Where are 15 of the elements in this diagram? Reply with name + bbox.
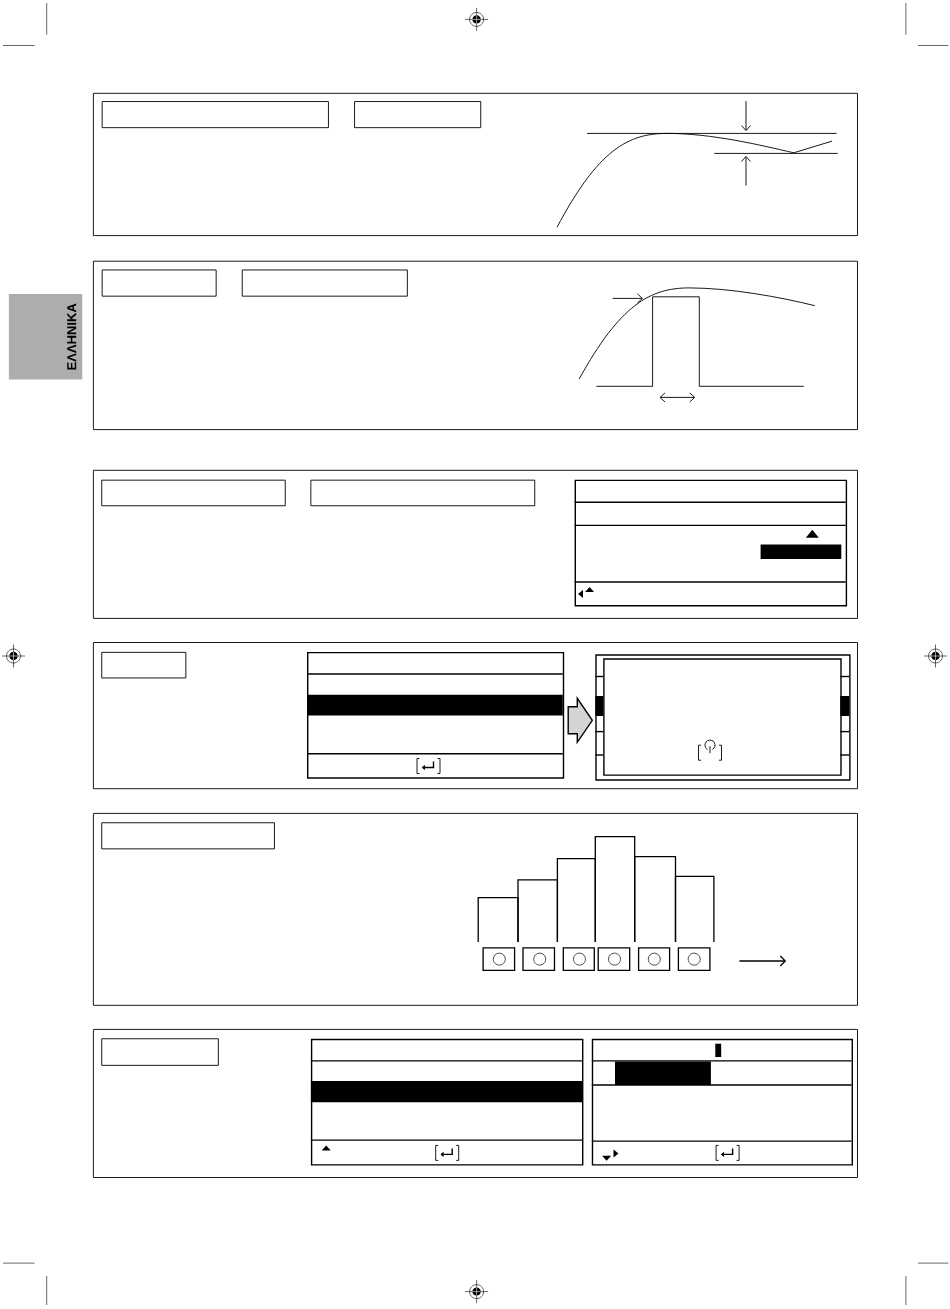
heading-box: [310, 479, 536, 507]
language-tab: ΕΛΛΗΝΙΚΑ: [8, 294, 83, 380]
heading-box: [101, 269, 217, 297]
lcd-screen: [591, 1038, 853, 1166]
lcd-screen: [306, 651, 565, 779]
heading-box: [101, 101, 329, 129]
heading-box: [101, 651, 187, 679]
lcd-screen: [573, 479, 848, 607]
heading-box: [101, 1038, 219, 1066]
lcd-screen: [310, 1038, 584, 1166]
heading-box: [101, 479, 286, 507]
block-arrow: [567, 696, 594, 745]
heading-box: [101, 822, 275, 850]
heading-box: [354, 101, 482, 129]
heading-box: [241, 269, 408, 297]
